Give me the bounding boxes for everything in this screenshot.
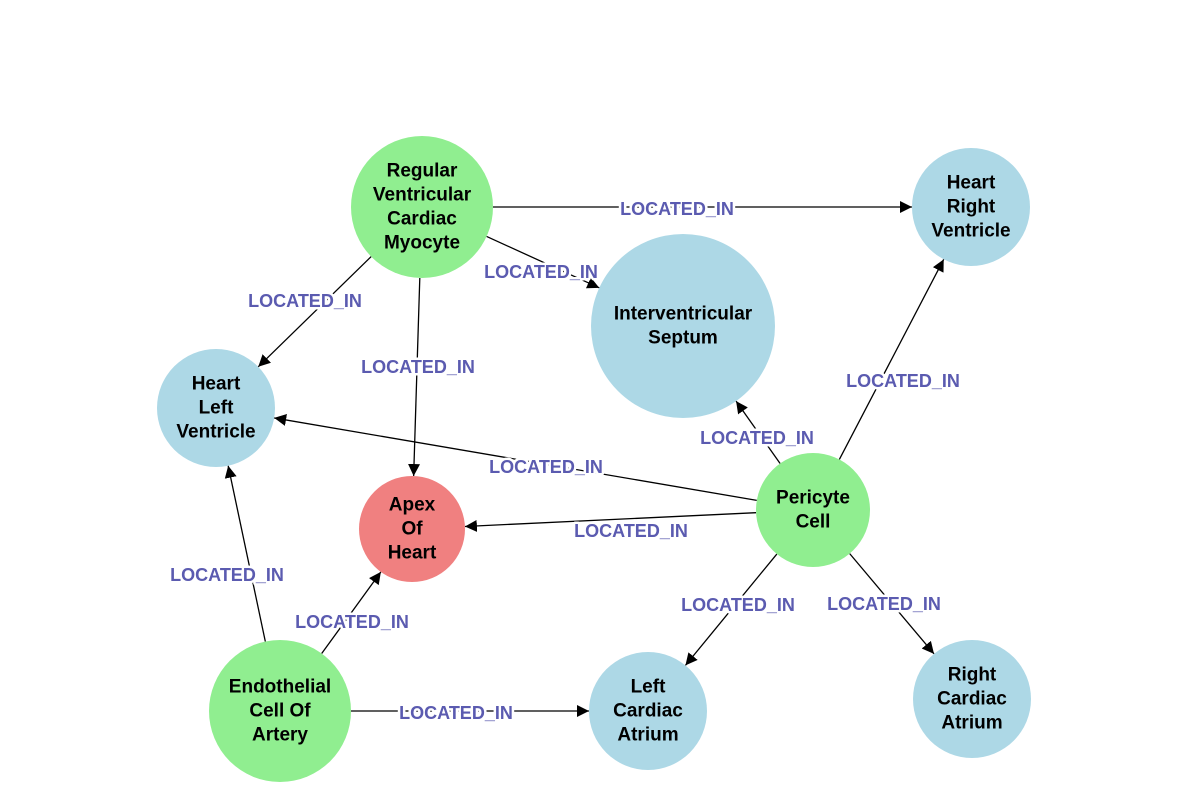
edge-label-rvcm-hrv: LOCATED_IN	[620, 199, 734, 219]
node-label-line: Cell Of	[249, 701, 311, 722]
edge-label-eca-aoh: LOCATED_IN	[295, 612, 409, 632]
edge-pc-ivs	[735, 400, 781, 464]
node-label-line: Ventricle	[931, 221, 1010, 242]
edge-labels-layer: LOCATED_IN LOCATED_IN LOCATED_IN LOCATED_IN…	[168, 197, 963, 726]
edge-label-eca-hlv: LOCATED_IN	[170, 565, 284, 585]
node-label-line: Interventricular	[614, 304, 753, 325]
edge-label-pc-hrv: LOCATED_IN	[846, 371, 960, 391]
edge-label-rvcm-hlv: LOCATED_IN	[248, 291, 362, 311]
edge-label-pc-aoh: LOCATED_IN	[574, 521, 688, 541]
node-circle-hrv	[912, 148, 1030, 266]
node-label-line: Atrium	[617, 725, 678, 746]
edge-label-pc-ivs: LOCATED_IN	[700, 428, 814, 448]
edges-layer	[224, 201, 945, 717]
edge-label-pc-hlv: LOCATED_IN	[489, 457, 603, 477]
node-label-line: Heart	[947, 173, 996, 194]
edge-label-pc-lca: LOCATED_IN	[681, 595, 795, 615]
node-label-line: Apex	[389, 495, 436, 516]
edge-eca-aoh	[321, 571, 382, 654]
edge-label-pc-rca: LOCATED_IN	[827, 594, 941, 614]
edge-eca-hlv	[224, 465, 266, 642]
edge-rvcm-hlv	[257, 256, 372, 368]
edge-pc-hlv	[274, 414, 757, 502]
node-label-line: Left	[199, 398, 235, 419]
edge-pc-hrv	[838, 259, 945, 460]
edge-pc-lca	[684, 553, 778, 666]
node-label-line: Cardiac	[937, 689, 1007, 710]
node-label-line: Septum	[648, 328, 718, 349]
node-label-line: Ventricular	[373, 185, 472, 206]
node-circle-ivs	[591, 234, 775, 418]
node-circle-aoh	[359, 476, 465, 582]
edge-label-eca-lca: LOCATED_IN	[399, 703, 513, 723]
node-label-line: Cardiac	[613, 701, 683, 722]
node-circle-rca	[913, 640, 1031, 758]
node-label-line: Right	[947, 197, 996, 218]
node-label-line: Of	[401, 519, 423, 540]
node-label-line: Heart	[388, 543, 437, 564]
node-circle-lca	[589, 652, 707, 770]
edge-pc-aoh	[464, 512, 757, 532]
node-label-line: Artery	[252, 725, 308, 746]
node-circle-pc	[756, 453, 870, 567]
node-circle-hlv	[157, 349, 275, 467]
node-label-line: Atrium	[941, 713, 1002, 734]
edge-pc-rca	[849, 553, 935, 655]
edge-rvcm-aoh	[408, 277, 421, 477]
node-circle-eca	[209, 640, 351, 782]
edge-rvcm-ivs	[486, 235, 600, 289]
node-label-line: Cardiac	[387, 209, 457, 230]
node-label-line: Endothelial	[229, 677, 331, 698]
node-label-line: Right	[948, 665, 997, 686]
edge-label-rvcm-aoh: LOCATED_IN	[361, 357, 475, 377]
node-label-line: Regular	[387, 161, 458, 182]
node-circle-rvcm	[351, 136, 493, 278]
node-label-line: Left	[631, 677, 667, 698]
node-label-line: Myocyte	[384, 233, 460, 254]
node-label-line: Pericyte	[776, 488, 850, 509]
node-label-line: Heart	[192, 374, 241, 395]
edge-label-rvcm-ivs: LOCATED_IN	[484, 262, 598, 282]
node-label-line: Cell	[796, 512, 831, 533]
node-label-line: Ventricle	[176, 422, 255, 443]
